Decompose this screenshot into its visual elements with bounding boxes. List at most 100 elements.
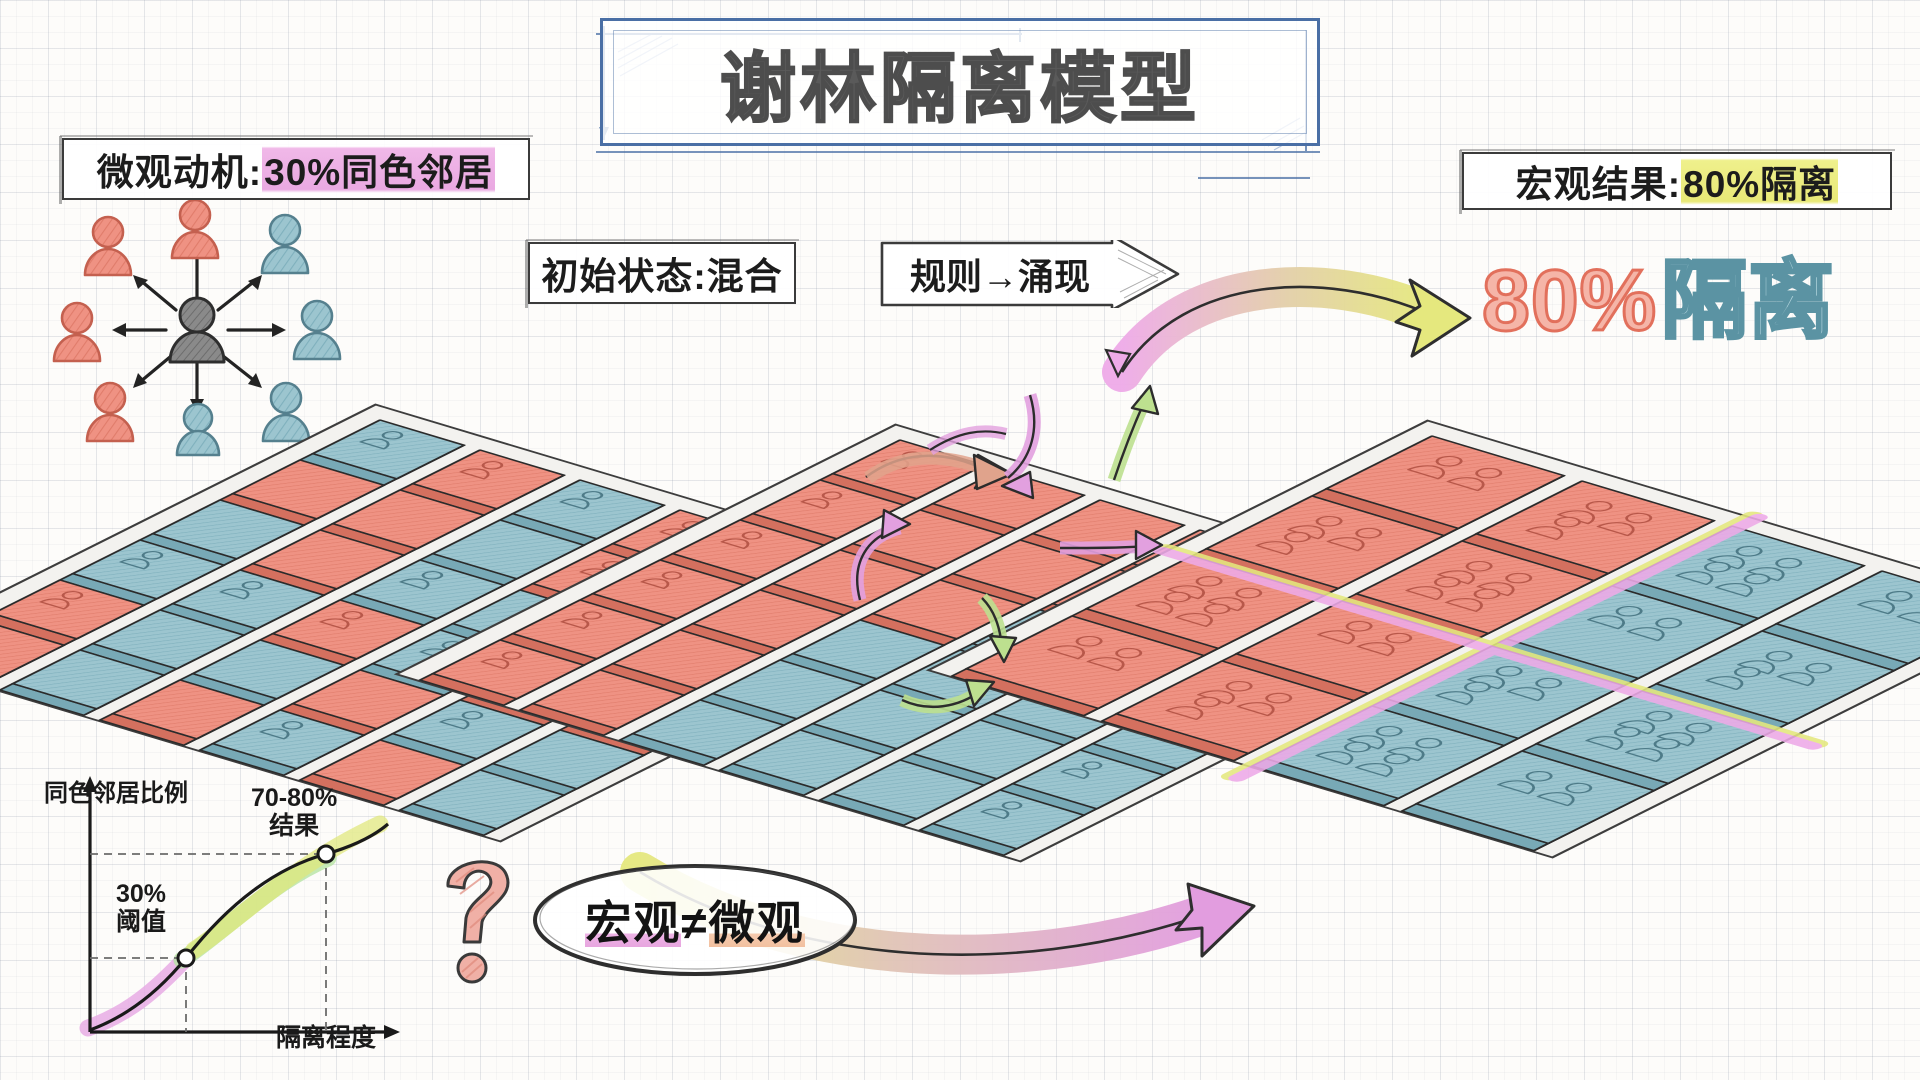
grid-agent (1315, 751, 1354, 766)
grid-agent (1733, 666, 1761, 678)
grid-agent (241, 581, 264, 590)
grid-agent (560, 618, 590, 629)
grid-tile (918, 789, 1086, 856)
chart-band-yellow (185, 815, 389, 959)
grid-agent (1115, 647, 1143, 659)
question-mark-icon (446, 860, 510, 984)
grid-tile (0, 619, 66, 686)
grid-agent (1525, 770, 1553, 782)
grid-tile (1460, 480, 1716, 582)
grid-agent (1346, 735, 1385, 750)
grid-agent (1706, 555, 1745, 570)
chart-y-axis-label: 同色邻居比例 (44, 780, 188, 807)
grid-agent (1163, 591, 1191, 603)
big-result-stat: 80% 隔离 (1480, 230, 1835, 355)
grid-agent (1765, 650, 1793, 662)
grid-agent (319, 618, 350, 630)
grid-tile (778, 619, 946, 686)
grid-tile (0, 579, 146, 646)
grid-agent (1495, 665, 1523, 677)
grid-agent (821, 491, 843, 500)
neighbor-agent (52, 301, 102, 363)
grid-agent (1283, 531, 1311, 543)
center-agent (168, 296, 226, 364)
grid-agent (1081, 761, 1103, 770)
grid-tile (1100, 660, 1356, 762)
macro-result-value: 80%隔离 (1681, 154, 1839, 208)
grid-agent (1386, 747, 1425, 762)
chart-axes (83, 776, 400, 1039)
grid-tile (898, 719, 1066, 786)
grid-agent (1685, 722, 1713, 734)
grid-agent (1645, 710, 1673, 722)
grid-agent (1496, 780, 1535, 795)
initial-state-text: 初始状态:混合 (541, 256, 783, 297)
grid-agent (980, 808, 1010, 819)
callout-macro-ne-micro: 宏观≠微观 (545, 872, 845, 968)
grid-agent (1553, 516, 1581, 528)
chart-marker-result (316, 844, 336, 864)
grid-agent (640, 578, 670, 589)
neighbor-agent (261, 381, 311, 443)
initial-state-label: 初始状态:混合 (525, 239, 799, 308)
movement-arrows (850, 384, 1164, 714)
grid-agent (1316, 630, 1355, 645)
grid-agent (61, 591, 84, 600)
grid-agent (1436, 570, 1475, 585)
grid-tile (298, 739, 466, 806)
grid-agent (1354, 763, 1393, 777)
grid-tile (818, 759, 986, 826)
neighbor-agent (175, 402, 221, 457)
page-title: 谢林隔离模型 (600, 18, 1320, 146)
grid-agent (1203, 603, 1231, 615)
callout-left-word: 宏观 (585, 897, 682, 949)
grid-agent (1225, 680, 1253, 692)
chart-annotation-result-line1: 70-80% (251, 784, 338, 812)
title-frame (600, 18, 1320, 146)
grid-agent (1475, 467, 1503, 479)
macro-result-label: 宏观结果:80%隔离 (1459, 149, 1895, 214)
grid-agent (461, 711, 484, 720)
grid-agent (1585, 500, 1613, 512)
grid-agent (1653, 738, 1681, 750)
grid-tile (238, 529, 406, 596)
chart-guides (90, 853, 327, 1032)
grid-agent (1383, 753, 1411, 765)
grid-tile (758, 549, 926, 616)
grid-agent (800, 498, 830, 509)
grid-agent (439, 718, 470, 730)
grid-agent (1624, 748, 1663, 762)
grid-tile (658, 519, 826, 586)
grid-agent (1165, 706, 1204, 721)
grid-agent (1385, 632, 1413, 644)
grid-agent (1255, 541, 1294, 556)
grid-agent (1746, 567, 1785, 582)
grid-agent (1466, 675, 1505, 690)
grid-tile (418, 519, 586, 586)
grid-tile (218, 459, 386, 526)
grid-agent (1565, 782, 1593, 794)
threshold-chart (79, 776, 400, 1039)
grid-agent (1356, 642, 1395, 657)
grid-agent (1525, 526, 1564, 541)
title-frame-inner (613, 30, 1307, 134)
grid-tile (498, 479, 666, 546)
grid-agent (1805, 662, 1833, 674)
grid-agent (1616, 720, 1655, 735)
neighbor-agent (292, 299, 342, 361)
grid-agent (1896, 612, 1920, 627)
grid-agent (1166, 585, 1205, 600)
grid-tile (338, 559, 506, 626)
grid-tile (398, 449, 566, 516)
grid-agent (1776, 672, 1815, 687)
chart-marker-threshold (176, 948, 196, 968)
grid-agent (1625, 512, 1653, 524)
grid-agent (399, 578, 430, 590)
grid-agent (1505, 572, 1533, 584)
neighbor-agent (170, 198, 220, 260)
grid-agent (1585, 736, 1624, 751)
grid-tile (738, 479, 906, 546)
grid-tile (1400, 750, 1656, 852)
micro-motive-prefix: 微观动机: (96, 152, 263, 193)
